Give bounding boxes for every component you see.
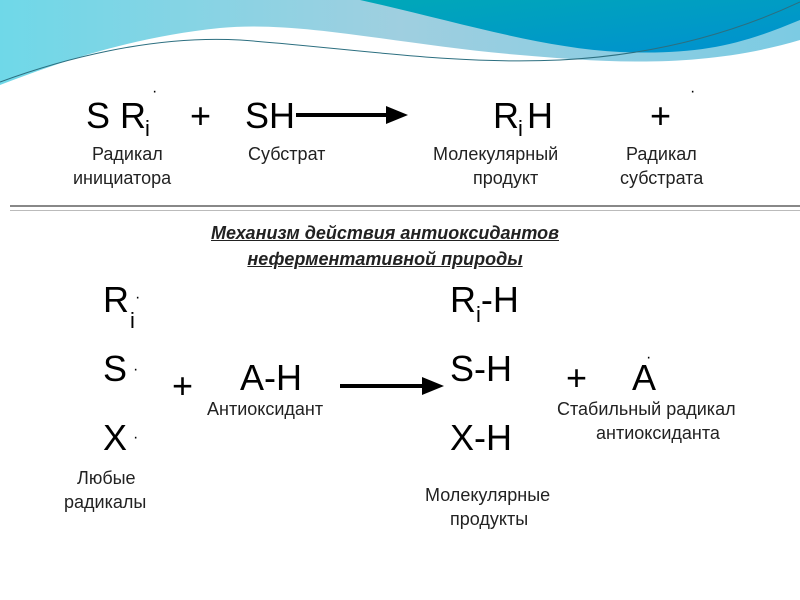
reactant-r: R xyxy=(120,95,146,136)
arrow-icon xyxy=(296,106,408,124)
antioxidant-radical-a: A xyxy=(632,357,657,398)
label-initiator-radical: Радикал xyxy=(92,144,163,164)
label-molecular-products: продукты xyxy=(450,509,529,529)
section-title: Механизм действия антиоксидантов xyxy=(211,223,559,243)
plus-sign: + xyxy=(190,95,212,136)
label-antioxidant: Антиоксидант xyxy=(207,399,324,419)
plus-sign: + xyxy=(650,95,672,136)
product-sh: S-H xyxy=(450,348,512,389)
product-h: -H xyxy=(480,279,519,320)
label-molecular-products: Молекулярные xyxy=(425,485,551,505)
plus-sign: + xyxy=(172,365,194,406)
header-wave-decoration xyxy=(0,0,800,85)
reactant-r-subscript: i xyxy=(145,116,150,141)
radical-dot: · xyxy=(152,83,158,100)
product-r-subscript: i xyxy=(476,302,481,327)
plus-sign: + xyxy=(566,357,588,398)
radical-dot: · xyxy=(133,361,139,378)
label-any-radicals: радикалы xyxy=(64,492,147,512)
radical-x: X xyxy=(103,417,128,458)
label-substrate-radical: Радикал xyxy=(626,144,697,164)
product-h: H xyxy=(527,95,553,136)
arrow-icon xyxy=(340,377,444,395)
label-molecular-product: продукт xyxy=(473,168,539,188)
radical-s: S xyxy=(103,348,128,389)
reactant-s: S xyxy=(86,95,111,136)
label-substrate: Субстрат xyxy=(248,144,326,164)
product-rh: Ri-H xyxy=(450,282,519,326)
product-r: R xyxy=(450,279,476,320)
section-title: неферментативной природы xyxy=(247,249,523,269)
divider xyxy=(10,205,800,211)
label-stable-radical: антиоксиданта xyxy=(596,423,720,443)
product-xh: X-H xyxy=(450,417,512,458)
label-initiator-radical: инициатора xyxy=(73,168,172,188)
product-r-subscript: i xyxy=(518,116,523,141)
radical-dot: · xyxy=(646,349,652,366)
radical-r-subscript: i xyxy=(130,308,135,333)
reactant-sh: SH xyxy=(245,95,296,136)
product-r: R xyxy=(493,95,519,136)
label-any-radicals: Любые xyxy=(77,468,136,488)
radical-dot: · xyxy=(133,429,139,446)
antioxidant-ah: A-H xyxy=(240,357,302,398)
radical-dot: · xyxy=(690,83,696,100)
label-molecular-product: Молекулярный xyxy=(433,144,559,164)
label-stable-radical: Стабильный радикал xyxy=(557,399,736,419)
label-substrate-radical: субстрата xyxy=(620,168,704,188)
radical-r: R xyxy=(103,279,129,320)
radical-dot: · xyxy=(135,289,141,306)
